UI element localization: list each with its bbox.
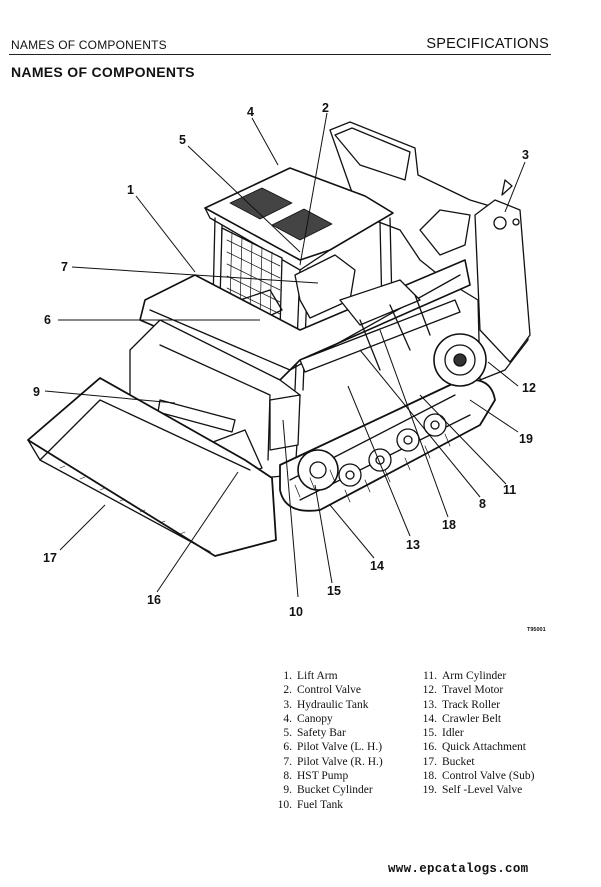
header-section-title: NAMES OF COMPONENTS	[11, 38, 167, 52]
legend-item: 19.Self -Level Valve	[422, 784, 523, 797]
page-title: NAMES OF COMPONENTS	[11, 64, 195, 80]
legend-column-left: 1.Lift Arm 2.Control Valve 3.Hydraulic T…	[275, 669, 383, 812]
callout-4: 4	[247, 105, 254, 119]
legend-item: 3.Hydraulic Tank	[283, 698, 369, 711]
callout-19: 19	[519, 432, 533, 446]
roof-vents	[229, 187, 333, 241]
crawler-belt	[279, 379, 496, 512]
legend-item: 12.Travel Motor	[422, 684, 504, 697]
callout-2: 2	[322, 101, 329, 115]
callout-8: 8	[479, 497, 486, 511]
callout-5: 5	[179, 133, 186, 147]
legend-item: 15.Idler	[422, 727, 464, 740]
legend-item: 6.Pilot Valve (L. H.)	[283, 741, 383, 754]
legend-item: 5.Safety Bar	[283, 727, 346, 740]
callout-14: 14	[370, 559, 384, 573]
callout-16: 16	[147, 593, 161, 607]
legend-item: 16.Quick Attachment	[422, 741, 526, 754]
bucket-cylinder	[157, 399, 236, 433]
legend-item: 17.Bucket	[422, 755, 475, 768]
callout-1: 1	[127, 183, 134, 197]
bucket	[27, 377, 277, 557]
callout-13: 13	[406, 538, 420, 552]
legend-item: 9.Bucket Cylinder	[283, 784, 373, 797]
callout-3: 3	[522, 148, 529, 162]
engine-cover	[334, 127, 411, 181]
callout-15: 15	[327, 584, 341, 598]
legend-item: 10.Fuel Tank	[277, 798, 343, 811]
legend-item: 7.Pilot Valve (R. H.)	[283, 755, 383, 768]
legend-item: 14.Crawler Belt	[422, 712, 502, 725]
legend-item: 1.Lift Arm	[283, 670, 338, 682]
figure-code: T95001	[527, 627, 546, 633]
callout-7: 7	[61, 260, 68, 274]
legend-item: 4.Canopy	[283, 712, 333, 725]
callout-17: 17	[43, 551, 57, 565]
rear-body	[329, 121, 529, 381]
callout-12: 12	[522, 381, 536, 395]
callout-10: 10	[289, 605, 303, 619]
header-chapter-title: SPECIFICATIONS	[426, 36, 549, 52]
seat	[294, 254, 356, 319]
header-rule	[9, 54, 551, 55]
arm-cylinder	[299, 299, 461, 373]
callout-18: 18	[442, 518, 456, 532]
watermark-url: www.epcatalogs.com	[388, 862, 529, 876]
idler	[297, 449, 339, 491]
legend-item: 11.Arm Cylinder	[423, 670, 507, 682]
legend-item: 13.Track Roller	[422, 698, 501, 711]
track-rollers	[338, 413, 447, 487]
legend-column-right: 11.Arm Cylinder 12.Travel Motor 13.Track…	[420, 669, 535, 798]
callout-6: 6	[44, 313, 51, 327]
legend-item: 8.HST Pump	[283, 770, 349, 783]
hydraulic-tank	[474, 199, 531, 363]
legend-item: 2.Control Valve	[283, 684, 361, 697]
callout-11: 11	[503, 483, 516, 497]
callout-9: 9	[33, 385, 40, 399]
legend-item: 18.Control Valve (Sub)	[422, 770, 535, 783]
